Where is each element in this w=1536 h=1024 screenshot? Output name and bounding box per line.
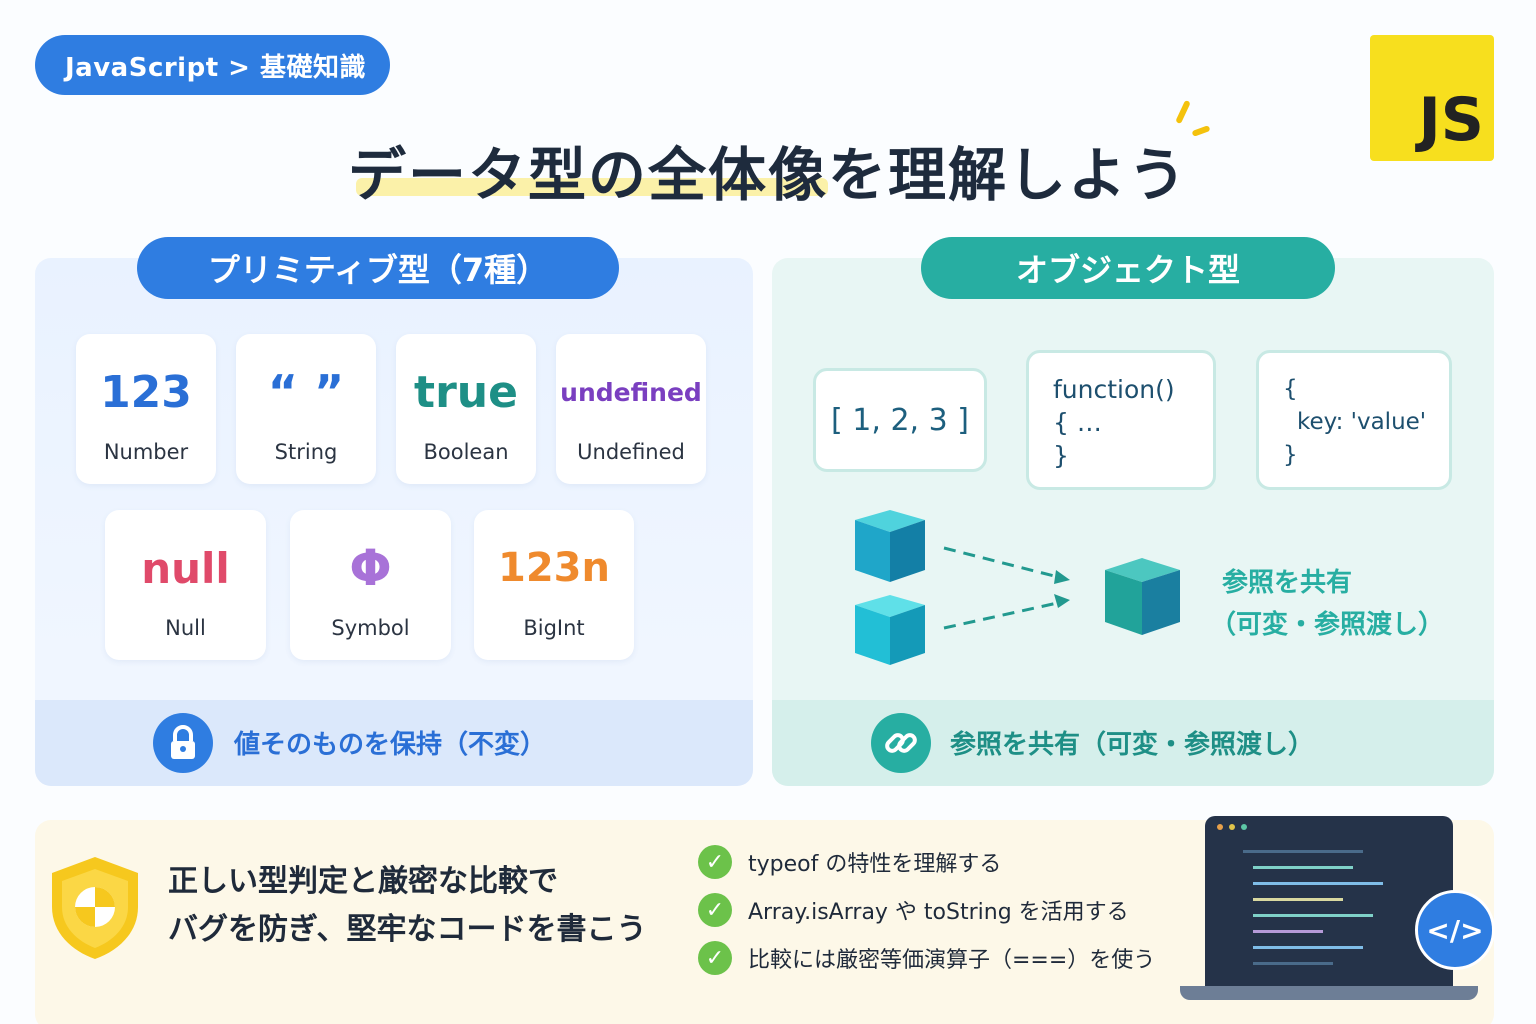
tips-list: ✓ typeof の特性を理解する ✓ Array.isArray や toSt… (698, 838, 1155, 982)
code-line: key: 'value' (1297, 409, 1427, 435)
type-card-null: null Null (105, 510, 266, 660)
tip-item: ✓ Array.isArray や toString を活用する (698, 886, 1155, 934)
shield-icon (52, 857, 138, 959)
laptop-base (1180, 986, 1478, 1000)
link-icon (871, 713, 931, 773)
title-highlight (356, 178, 828, 196)
tip-item: ✓ 比較には厳密等価演算子（===）を使う (698, 934, 1155, 982)
type-label: BigInt (523, 616, 585, 640)
check-icon: ✓ (698, 845, 732, 879)
code-line: { (1283, 376, 1298, 402)
page-title: データ型の全体像を理解しよう (347, 141, 1188, 209)
cube-icon (855, 595, 925, 665)
type-label: String (274, 440, 338, 464)
type-label: Boolean (423, 440, 509, 464)
lock-icon (153, 713, 213, 773)
cube-icon (1105, 558, 1180, 635)
tip-text: typeof の特性を理解する (748, 852, 1002, 877)
type-label: Symbol (331, 616, 410, 640)
reference-diagram (855, 510, 1180, 665)
type-label: Null (165, 616, 206, 640)
function-example-card: function() { … } (1026, 350, 1216, 490)
type-card-string: “ ” String (236, 334, 376, 484)
object-example-card: { key: 'value' } (1256, 350, 1452, 490)
diagram-sublabel: （可変・参照渡し） (1210, 610, 1445, 640)
js-logo: JS (1370, 35, 1494, 161)
diagram-label: 参照を共有 (1222, 568, 1353, 598)
object-heading: オブジェクト型 (921, 237, 1335, 299)
tip-text: 比較には厳密等価演算子（===）を使う (748, 948, 1156, 973)
type-value: true (414, 366, 518, 418)
banner-line-2: バグを防ぎ、堅牢なコードを書こう (168, 912, 647, 947)
type-value: undefined (560, 377, 702, 407)
code-badge-text: </> (1426, 913, 1484, 947)
type-label: Undefined (577, 440, 685, 464)
primitive-footer-text: 値そのものを保持（不変） (234, 730, 547, 760)
check-icon: ✓ (698, 941, 732, 975)
primitive-heading: プリミティブ型（7種） (137, 237, 619, 299)
check-icon: ✓ (698, 893, 732, 927)
array-example: [ 1, 2, 3 ] (831, 402, 969, 438)
cube-icon (855, 510, 925, 582)
sparkle-icon (1175, 99, 1191, 125)
code-line: } (1283, 442, 1298, 468)
breadcrumb[interactable]: JavaScript > 基礎知識 (35, 35, 390, 95)
type-card-bigint: 123n BigInt (474, 510, 634, 660)
tip-text: Array.isArray や toString を活用する (748, 900, 1129, 925)
banner-message: 正しい型判定と厳密な比較で バグを防ぎ、堅牢なコードを書こう (168, 858, 647, 954)
type-label: Number (103, 440, 189, 464)
type-value: 123 (100, 366, 192, 418)
type-value: null (141, 543, 230, 593)
code-line: { … (1053, 408, 1102, 437)
type-card-symbol: Φ Symbol (290, 510, 451, 660)
banner-line-1: 正しい型判定と厳密な比較で (168, 864, 558, 899)
code-icon: </> (1415, 890, 1495, 970)
object-footer-text: 参照を共有（可変・参照渡し） (950, 730, 1315, 760)
type-value: 123n (498, 545, 610, 591)
code-line: } (1053, 441, 1069, 470)
phi-icon: Φ (349, 539, 392, 597)
laptop-illustration (1205, 816, 1453, 988)
type-card-number: 123 Number (76, 334, 216, 484)
quote-icon: “ ” (267, 365, 345, 419)
type-card-boolean: true Boolean (396, 334, 536, 484)
type-card-undefined: undefined Undefined (556, 334, 706, 484)
tip-item: ✓ typeof の特性を理解する (698, 838, 1155, 886)
array-example-card: [ 1, 2, 3 ] (813, 368, 987, 472)
code-line: function() (1053, 375, 1175, 404)
